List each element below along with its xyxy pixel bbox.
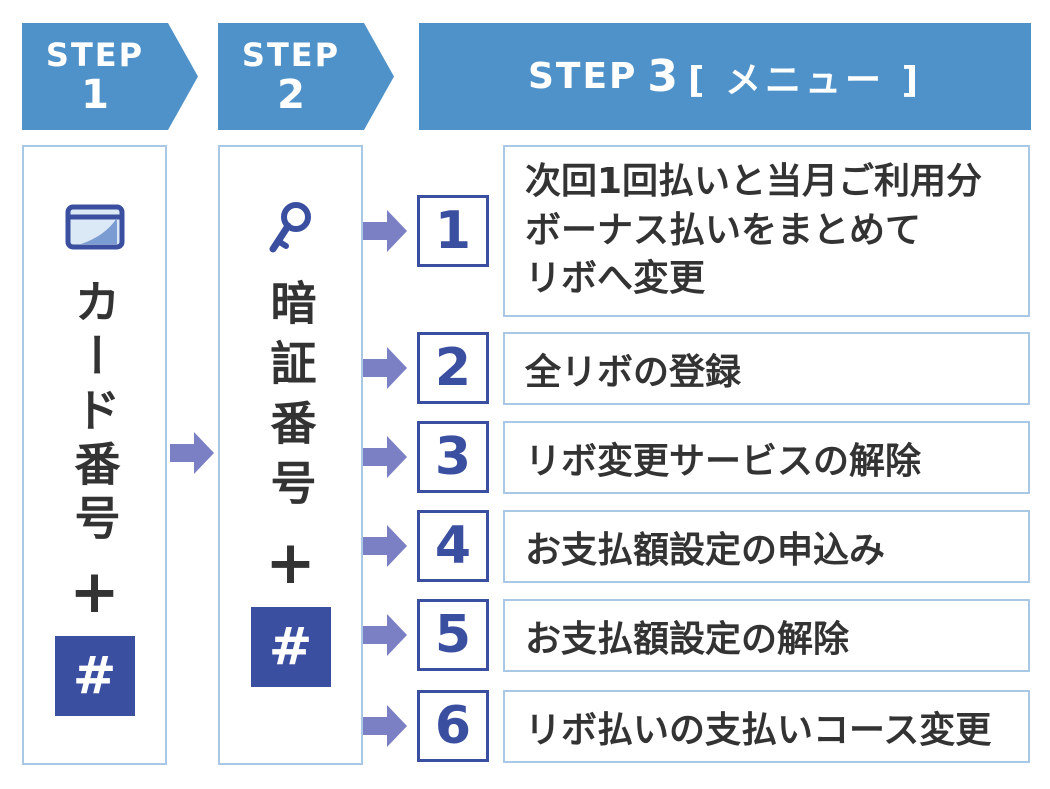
arrow-right-icon [363, 614, 407, 656]
step1-column: カード番号 + # [22, 145, 167, 765]
credit-card-icon [65, 204, 125, 254]
arrow-right-icon [363, 210, 407, 252]
step1-number: 1 [81, 71, 109, 118]
key-icon [266, 199, 316, 259]
menu-number-4[interactable]: 4 [417, 510, 489, 582]
menu-item-1-label: 次回1回払いと当月ご利用分 ボーナス払いをまとめて リボへ変更 [525, 161, 983, 300]
arrow-right-icon [363, 705, 407, 747]
plus-sign: + [69, 557, 120, 627]
step2-header: STEP 2 [218, 23, 394, 130]
step3-menu-label: [ メニュー ] [688, 59, 923, 101]
menu-number-3[interactable]: 3 [417, 421, 489, 493]
step1-card-number-label: カード番号 [67, 278, 122, 548]
hash-key-icon: # [250, 607, 331, 687]
menu-number-5[interactable]: 5 [417, 599, 489, 671]
step1-word: STEP [45, 35, 145, 74]
menu-item-2[interactable]: 全リボの登録 [503, 332, 1030, 405]
menu-item-5[interactable]: お支払額設定の解除 [503, 599, 1030, 672]
arrow-right-icon [363, 525, 407, 567]
step3-word: STEP [527, 56, 638, 97]
arrow-right-icon [170, 432, 214, 474]
step2-pin-label: 暗証番号 [263, 279, 318, 519]
menu-item-6-label: リボ払いの支払いコース変更 [525, 709, 992, 751]
step3-number: 3 [647, 51, 679, 102]
plus-sign: + [265, 528, 316, 598]
step1-header: STEP 1 [22, 23, 198, 130]
arrow-right-icon [363, 347, 407, 389]
arrow-right-icon [363, 436, 407, 478]
menu-item-5-label: お支払額設定の解除 [525, 618, 850, 660]
menu-number-6[interactable]: 6 [417, 690, 489, 762]
menu-item-3-label: リボ変更サービスの解除 [525, 440, 922, 482]
step2-column: 暗証番号 + # [218, 145, 363, 765]
menu-item-3[interactable]: リボ変更サービスの解除 [503, 421, 1030, 494]
step3-header: STEP 3 [ メニュー ] [419, 23, 1031, 130]
menu-number-2[interactable]: 2 [417, 332, 489, 404]
menu-item-6[interactable]: リボ払いの支払いコース変更 [503, 690, 1030, 763]
step2-word: STEP [241, 35, 341, 74]
step2-number: 2 [277, 71, 305, 118]
menu-item-2-label: 全リボの登録 [525, 351, 742, 393]
menu-item-1[interactable]: 次回1回払いと当月ご利用分 ボーナス払いをまとめて リボへ変更 [503, 145, 1030, 317]
menu-item-4-label: お支払額設定の申込み [525, 529, 886, 571]
menu-number-1[interactable]: 1 [417, 195, 489, 267]
menu-item-4[interactable]: お支払額設定の申込み [503, 510, 1030, 583]
hash-key-icon: # [54, 636, 135, 716]
